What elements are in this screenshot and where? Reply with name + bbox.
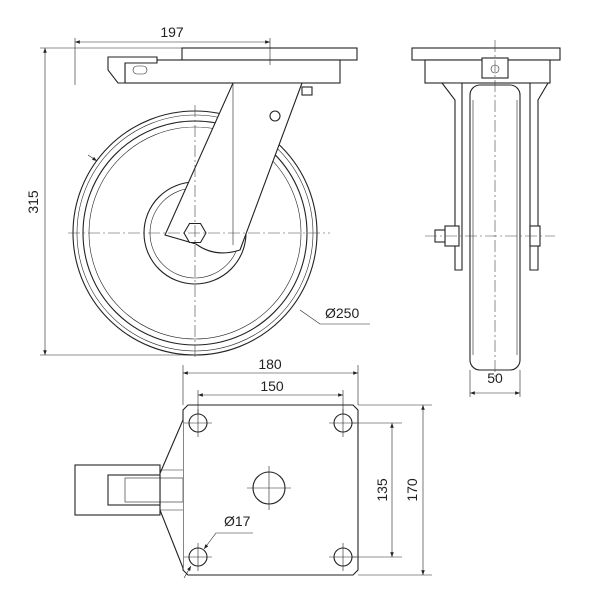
dim-leader-250: [299, 309, 370, 325]
front-view: 50: [411, 40, 561, 397]
brake-stub: [107, 474, 161, 506]
fork-right: [529, 82, 549, 271]
fork-left: [440, 82, 463, 271]
top-view: 180 150 135 170 Ø17: [74, 356, 432, 579]
brake-slot: [132, 65, 148, 75]
top-plate: [181, 47, 358, 61]
side-view: 197 315 Ø250: [25, 24, 370, 358]
dim-leader-17: [203, 532, 253, 550]
dim-170-label: 170: [404, 478, 420, 502]
dim-315-label: 315: [25, 190, 41, 214]
fork: [164, 82, 303, 254]
grease-nipple: [301, 86, 313, 96]
dim-197-label: 197: [160, 24, 184, 40]
dim-250-label: Ø250: [325, 305, 359, 321]
dim-17-label: Ø17: [224, 513, 251, 529]
fork-hole: [269, 110, 281, 122]
dim-50-label: 50: [487, 370, 503, 386]
mounting-plate: [182, 404, 359, 576]
dim-135-label: 135: [374, 478, 390, 502]
fork-outline: [157, 419, 184, 569]
dim-150-label: 150: [260, 378, 284, 394]
dim-180-label: 180: [258, 356, 282, 372]
brake-lever: [107, 56, 158, 84]
